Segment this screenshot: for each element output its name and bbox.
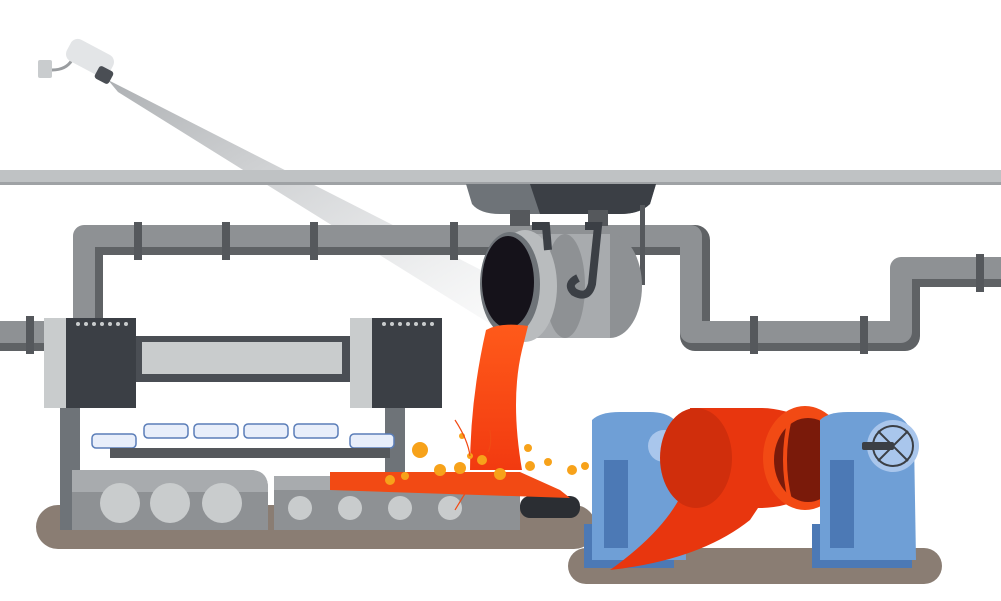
security-camera-icon [38, 38, 540, 330]
molten-pour [470, 324, 528, 470]
handwheel-icon [862, 420, 919, 472]
overhead-rail [0, 170, 1001, 184]
sparks [385, 433, 589, 485]
coiler [584, 406, 919, 570]
camera-beam [108, 80, 540, 330]
ladle-icon [466, 184, 656, 342]
pipe-clamps [26, 222, 984, 354]
